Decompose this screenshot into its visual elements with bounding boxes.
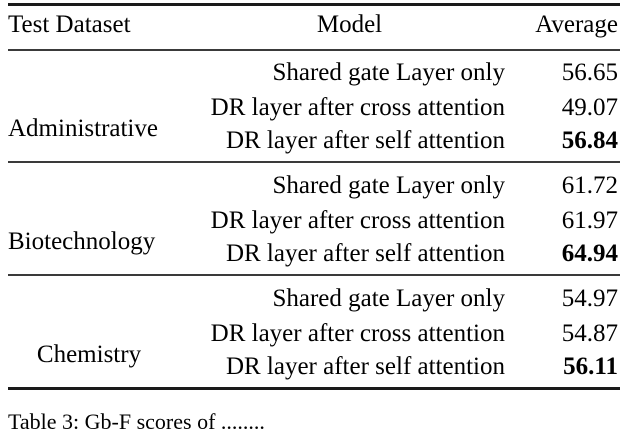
cell-model: DR layer after cross attention bbox=[210, 94, 505, 121]
table-top-rule bbox=[8, 3, 620, 6]
cell-model: DR layer after self attention bbox=[225, 240, 505, 267]
group-label-administrative: Administrative bbox=[8, 115, 158, 142]
cell-average: 61.97 bbox=[561, 207, 618, 234]
table-row: DR layer after self attention 64.94 bbox=[8, 237, 620, 271]
cell-average: 56.84 bbox=[561, 127, 618, 154]
table-row: DR layer after self attention 56.11 bbox=[8, 350, 620, 384]
cell-average: 54.97 bbox=[561, 285, 618, 312]
cell-average: 61.72 bbox=[561, 172, 618, 199]
column-header-test-dataset: Test Dataset bbox=[8, 11, 131, 38]
table-row: Shared gate Layer only 54.97 bbox=[8, 282, 620, 316]
table-header-row: Test Dataset Model Average bbox=[8, 8, 620, 42]
table-row: Shared gate Layer only 61.72 bbox=[8, 169, 620, 203]
cell-average: 49.07 bbox=[561, 94, 618, 121]
column-header-model: Model bbox=[316, 11, 383, 38]
cell-average: 56.65 bbox=[561, 59, 618, 86]
cell-model: Shared gate Layer only bbox=[272, 285, 505, 312]
cell-average: 54.87 bbox=[561, 320, 618, 347]
cell-model: Shared gate Layer only bbox=[272, 59, 505, 86]
table-row: DR layer after cross attention 54.87 bbox=[8, 317, 620, 351]
group-label-biotechnology: Biotechnology bbox=[8, 228, 156, 255]
table-row: DR layer after cross attention 61.97 bbox=[8, 204, 620, 238]
cell-model: DR layer after self attention bbox=[225, 127, 505, 154]
table-row: DR layer after cross attention 49.07 bbox=[8, 91, 620, 125]
cell-model: DR layer after self attention bbox=[225, 353, 505, 380]
cell-average: 64.94 bbox=[561, 240, 618, 267]
table-group-rule-2 bbox=[8, 274, 620, 276]
table-group-rule-1 bbox=[8, 161, 620, 163]
column-header-average: Average bbox=[535, 11, 618, 38]
cell-model: Shared gate Layer only bbox=[272, 172, 505, 199]
cell-model: DR layer after cross attention bbox=[210, 320, 505, 347]
cell-average: 56.11 bbox=[563, 353, 618, 380]
table-caption: Table 3: Gb-F scores of ........ bbox=[8, 409, 265, 434]
group-label-chemistry: Chemistry bbox=[36, 341, 142, 368]
table-header-rule bbox=[8, 49, 620, 51]
table-row: Shared gate Layer only 56.65 bbox=[8, 56, 620, 90]
cell-model: DR layer after cross attention bbox=[210, 207, 505, 234]
table-bottom-rule bbox=[8, 387, 620, 390]
table-row: DR layer after self attention 56.84 bbox=[8, 124, 620, 158]
